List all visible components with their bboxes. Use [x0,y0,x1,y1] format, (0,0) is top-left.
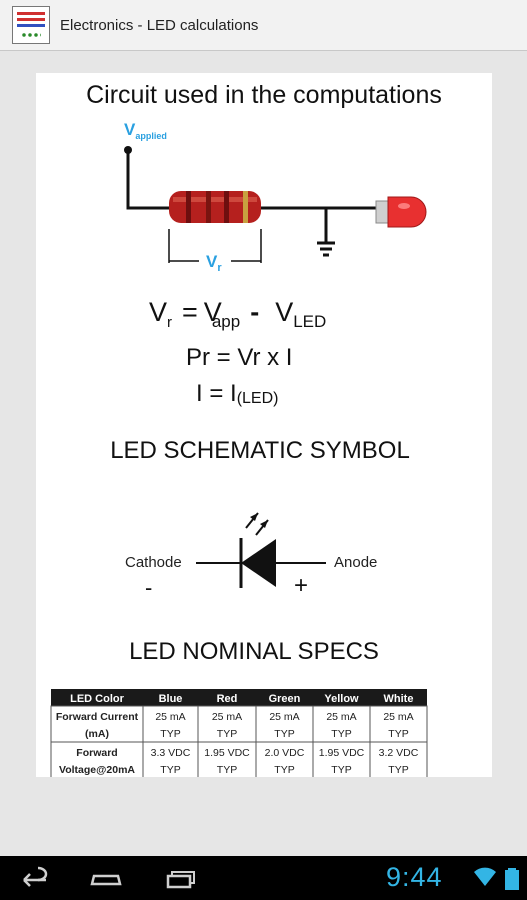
table-cell: 25 mA [269,711,299,723]
specs-heading: LED NOMINAL SPECS [129,638,379,665]
table-header-cell: Blue [159,693,183,705]
vr-bracket [168,229,262,263]
table-cell: 25 mA [383,711,413,723]
table-cell: 25 mA [155,711,185,723]
table-cell: 25 mA [212,711,242,723]
plus-sign: + [294,572,308,599]
table-header-cell: Yellow [324,693,359,705]
status-clock: 9:44 [386,862,443,892]
table-cell: TYP [331,728,351,740]
battery-icon [505,868,519,890]
circuit-wire [126,150,378,210]
table-header-cell: LED Color [70,693,124,705]
formula-current: I = I(LED) [196,380,278,407]
vr-label: Vr [206,252,222,274]
circuit-heading: Circuit used in the computations [86,81,442,109]
recent-apps-icon[interactable] [158,856,198,900]
wifi-icon [474,867,496,886]
minus-sign: - [145,575,152,600]
v-applied-label: Vapplied [124,120,167,141]
table-row-label: Voltage@20mA [59,764,135,776]
table-header-cell: Green [269,693,301,705]
table-row-label: Forward [76,747,117,759]
back-icon[interactable] [18,856,54,900]
formula-voltage: Vr=Vapp-VLED [149,297,326,331]
table-cell: TYP [274,728,294,740]
table-cell: 25 mA [326,711,356,723]
navigation-bar: 9:44 [0,856,527,900]
table-cell: 1.95 VDC [204,747,250,759]
table-cell: TYP [331,764,351,776]
table-cell: 3.2 VDC [379,747,419,759]
table-row-label: Forward Current [56,711,139,723]
table-cell: 3.3 VDC [151,747,191,759]
content-image: Circuit used in the computations Vapplie… [36,73,492,777]
app-title: Electronics - LED calculations [60,16,259,34]
table-cell: 2.0 VDC [265,747,305,759]
table-cell: TYP [217,764,237,776]
table-row [50,741,428,777]
led-schematic-symbol [196,512,326,588]
table-cell: TYP [388,764,408,776]
table-cell: TYP [160,764,180,776]
table-header-cell: Red [217,693,238,705]
specs-table: LED Color Blue Red Green Yellow WhiteForward … [50,689,428,777]
table-cell: TYP [388,728,408,740]
table-cell: TYP [160,728,180,740]
symbol-heading: LED SCHEMATIC SYMBOL [110,437,410,464]
table-header-cell: White [384,693,414,705]
action-bar: Electronics - LED calculations [0,0,527,51]
formula-power: Pr = Vr x I [186,344,292,371]
table-cell: 1.95 VDC [319,747,365,759]
anode-label: Anode [334,554,377,571]
resistor-icon [169,191,261,223]
table-row-label: (mA) [85,728,109,740]
table-cell: TYP [217,728,237,740]
led-icon [375,196,427,228]
home-icon[interactable] [86,856,126,900]
cathode-label: Cathode [125,554,182,571]
circuit-diagram: Vapplied [124,120,427,274]
electronics-app-icon[interactable] [12,6,50,44]
table-cell: TYP [274,764,294,776]
table-header-bg [51,689,427,706]
ground-icon [317,208,335,257]
